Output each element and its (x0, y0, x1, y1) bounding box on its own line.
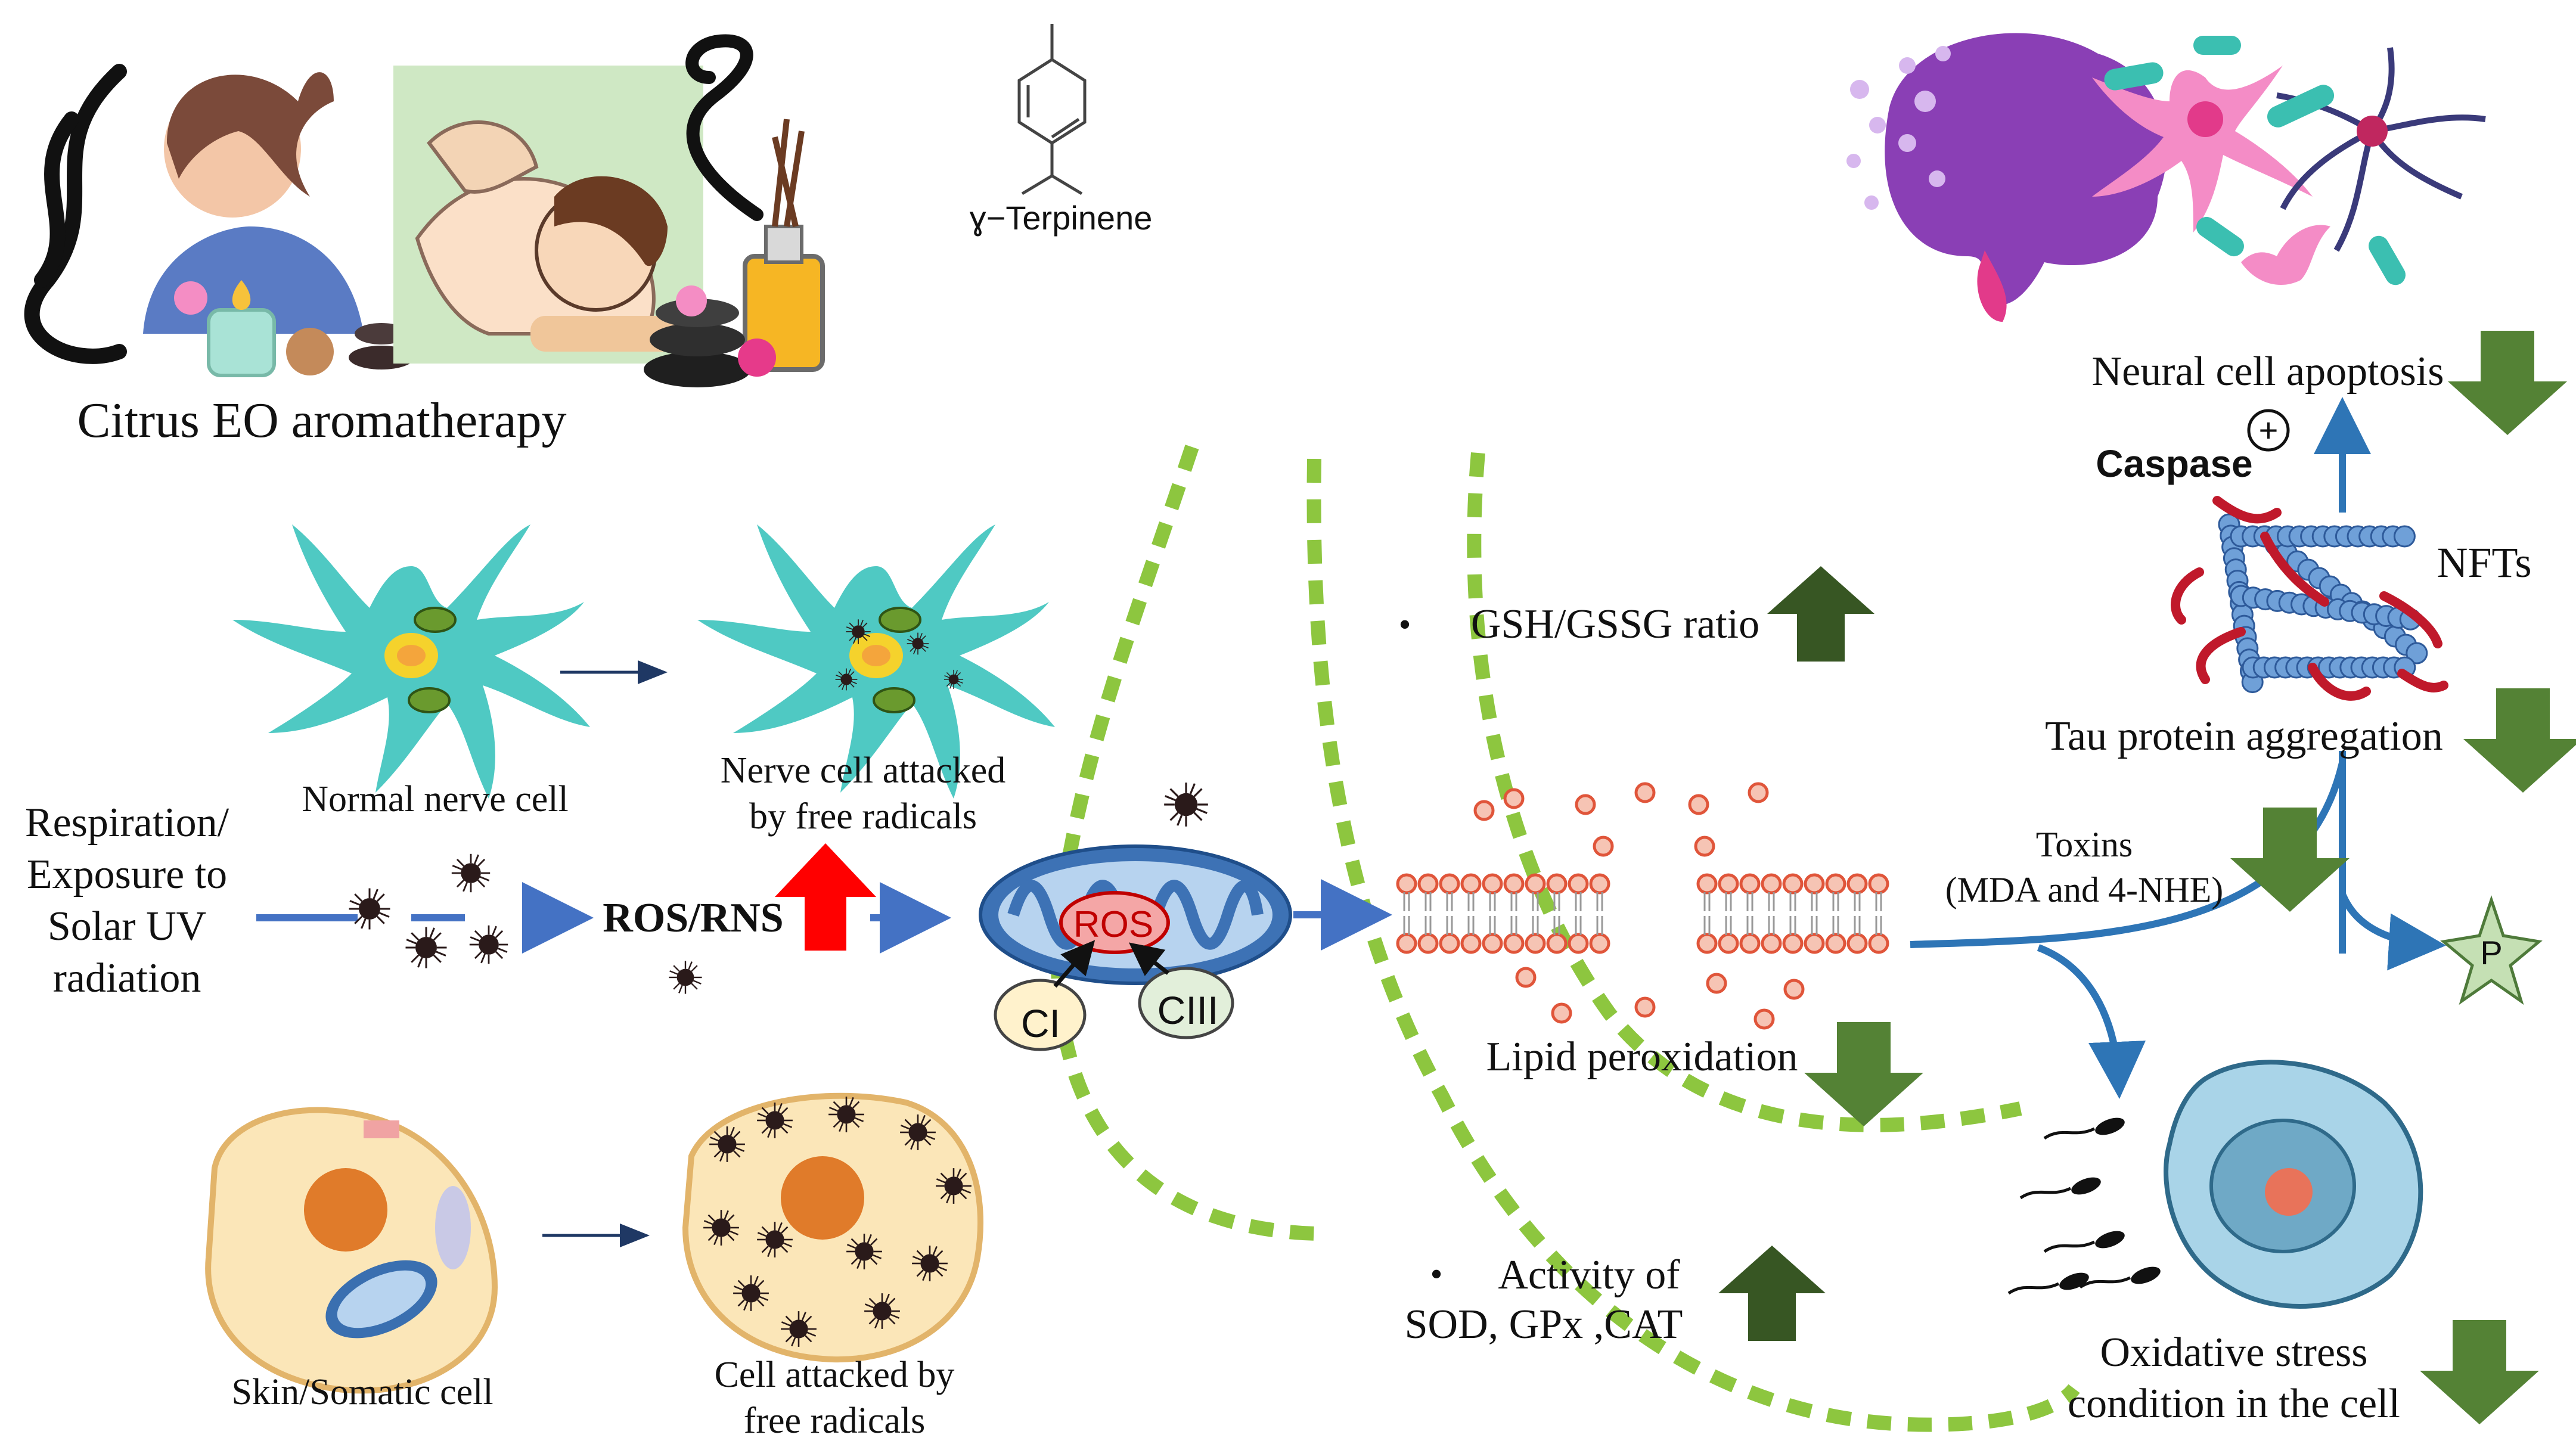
exposure-label-1: Respiration/ (25, 800, 229, 846)
toxins-label-1: Toxins (2036, 825, 2133, 864)
nerve-attacked-label-2: by free radicals (749, 796, 977, 837)
brain-apoptosis-illustration (1846, 33, 2486, 322)
exposure-label-2: Exposure to (27, 852, 227, 898)
oxidative-label-1: Oxidative stress (2100, 1330, 2367, 1375)
cell-attacked-label-1: Cell attacked by (715, 1355, 955, 1395)
phosphate-star (2440, 895, 2543, 1005)
tau-label: Tau protein aggregation (2045, 713, 2443, 759)
ros-label: ROS (1073, 904, 1153, 945)
ciii-label: CIII (1157, 988, 1219, 1032)
caspase-plus-circle (2247, 409, 2290, 452)
normal-nerve-label: Normal nerve cell (302, 779, 569, 819)
diagram-labels: Citrus EO aromatherapy ɣ−Terpinene Neura… (25, 199, 2532, 1441)
aromatherapy-illustration (24, 34, 825, 387)
aromatherapy-label: Citrus EO aromatherapy (77, 393, 566, 448)
ros-rns-label: ROS/RNS (603, 895, 783, 941)
ros-flow-arrows (256, 879, 1392, 954)
lipid-bilayer (1398, 782, 1888, 1030)
increase-arrows (1718, 566, 1874, 1341)
skin-cell-illustration (205, 1107, 498, 1394)
lipid-label: Lipid peroxidation (1486, 1034, 1798, 1080)
nfts-label: NFTs (2437, 539, 2531, 586)
toxins-label-2: (MDA and 4-NHE) (1945, 870, 2224, 909)
p-label: P (2480, 934, 2502, 971)
neural-apoptosis-label: Neural cell apoptosis (2092, 349, 2444, 395)
ci-label: CI (1021, 1001, 1060, 1045)
caspase-label: Caspase (2096, 442, 2252, 485)
attacked-skin-cell-illustration (682, 1092, 983, 1362)
tau-nft-illustration (2171, 496, 2448, 701)
mitochondrion (979, 844, 1292, 1051)
gsh-label: GSH/GSSG ratio (1471, 601, 1759, 647)
gsh-bullet: • (1398, 605, 1411, 644)
red-up-arrow (775, 843, 876, 951)
activity-bullet: • (1430, 1255, 1442, 1294)
activity-label-2: SOD, GPx ,CAT (1405, 1302, 1683, 1347)
oxidative-label-2: condition in the cell (2068, 1381, 2400, 1427)
skin-cell-label: Skin/Somatic cell (231, 1372, 493, 1412)
nerve-attacked-label-1: Nerve cell attacked (721, 750, 1005, 791)
activity-label-1: Activity of (1498, 1252, 1680, 1298)
dashed-boundary-lines (1051, 445, 2080, 1432)
cell-attacked-label-2: free radicals (744, 1401, 926, 1441)
plus-sign: + (2259, 411, 2279, 449)
compound-label: ɣ−Terpinene (970, 199, 1153, 237)
exposure-label-4: radiation (53, 955, 201, 1001)
oxidative-stress-cell (2007, 1060, 2423, 1309)
exposure-label-3: Solar UV (48, 903, 206, 949)
normal-nerve-cell-illustration (231, 523, 591, 800)
gamma-terpinene-structure (1017, 24, 1087, 195)
